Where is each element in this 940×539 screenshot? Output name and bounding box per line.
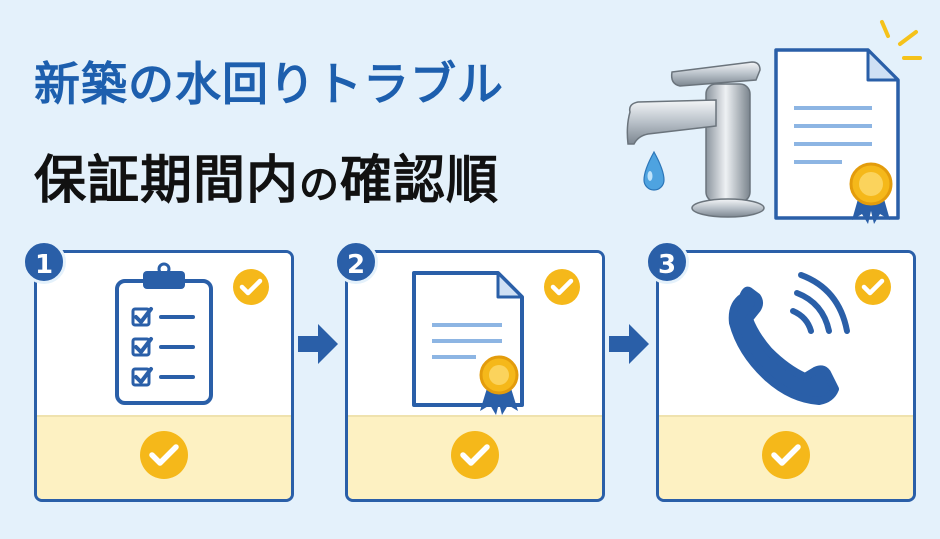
check-badge-icon (451, 431, 499, 479)
checklist-clipboard-icon (115, 262, 213, 405)
title-line-1: 新築の水回りトラブル (34, 57, 504, 111)
faucet-and-warranty-illustration (626, 20, 922, 224)
title-line-2-b: の (299, 162, 341, 208)
step-number-1: 1 (22, 240, 66, 284)
check-badge-icon (544, 269, 580, 305)
sparkle-icon (880, 20, 922, 60)
warranty-document-icon (774, 48, 900, 224)
warranty-certificate-icon (412, 271, 524, 415)
step-number-2: 2 (334, 240, 378, 284)
right-arrow-icon (298, 324, 338, 364)
check-badge-icon (233, 269, 269, 305)
phone-call-icon (728, 272, 850, 405)
check-badge-icon (762, 431, 810, 479)
check-badge-icon (140, 431, 188, 479)
right-arrow-icon (609, 324, 649, 364)
step-card-2 (345, 250, 605, 502)
faucet-icon (626, 61, 765, 218)
check-badge-icon (855, 269, 891, 305)
title-line-2-c: 確認順 (340, 151, 500, 211)
step-number-3: 3 (645, 240, 689, 284)
title-line-2: 保証期間内の確認順 (34, 138, 499, 213)
step-card-3 (656, 250, 916, 502)
step-card-1 (34, 250, 294, 502)
title-line-2-a: 保証期間内 (34, 151, 300, 211)
